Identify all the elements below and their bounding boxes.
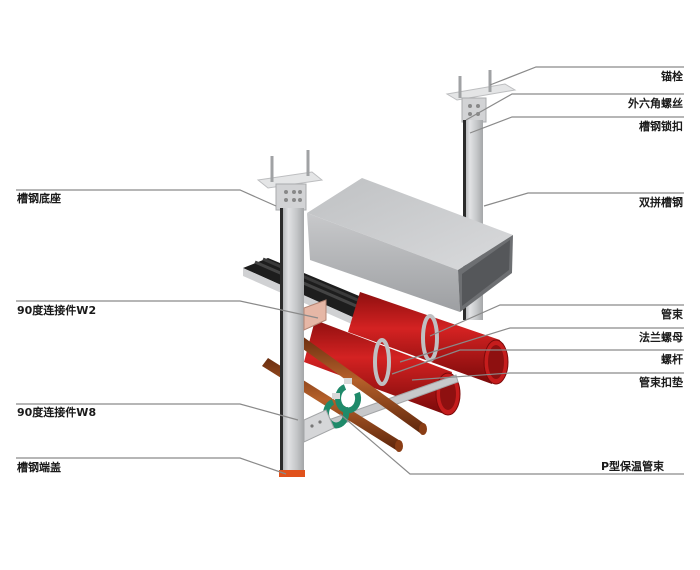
left-channel-post: [256, 150, 335, 477]
label-channel-lock: 槽钢锁扣: [639, 120, 683, 133]
label-anchor-bolt: 锚栓: [661, 70, 683, 83]
label-connector-w8: 90度连接件W8: [17, 406, 97, 419]
red-pipe-back: [348, 292, 509, 385]
label-clamp-washer: 管束扣垫: [639, 376, 683, 389]
label-flange-nut: 法兰螺母: [639, 331, 683, 344]
label-threaded-rod: 螺杆: [661, 353, 683, 366]
label-pipe-clamp: 管束: [661, 308, 683, 321]
copper-pipe-back: [296, 336, 427, 435]
air-duct: [307, 178, 513, 312]
label-hex-screw: 外六角螺丝: [628, 97, 683, 110]
label-channel-base: 槽钢底座: [17, 192, 61, 205]
label-double-channel: 双拼槽钢: [639, 196, 683, 209]
leader-lines: [16, 66, 684, 475]
label-p-insulated-clamp: P型保温管束: [600, 460, 664, 473]
label-connector-w2: 90度连接件W2: [17, 304, 97, 317]
label-channel-end-cap: 槽钢端盖: [17, 461, 61, 474]
